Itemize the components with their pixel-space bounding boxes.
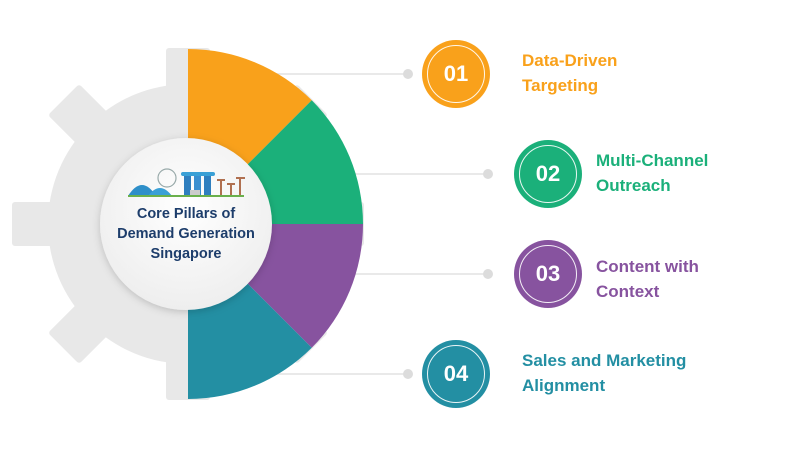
title-line: Core Pillars of [136,206,236,222]
connector-dot [403,369,413,379]
pillar-label-line: Context [596,282,660,301]
title-line: Singapore [150,246,222,262]
singapore-skyline-icon [128,168,245,197]
pillar-label-line: Targeting [522,76,599,95]
pillar-label-line: Outreach [596,176,671,195]
pillar-number-badge: 03 [514,240,582,308]
pillar-label-line: Sales and Marketing [522,351,687,370]
pillar-label-line: Multi-Channel [596,151,709,170]
connector-dot [483,169,493,179]
diagram-title: Core Pillars of Demand Generation Singap… [101,204,271,264]
connector-dot [403,69,413,79]
pillar-label-line: Alignment [522,376,606,395]
pillar-number-badge: 04 [422,340,490,408]
pillar-label-line: Data-Driven [522,51,618,70]
connector-dot [483,269,493,279]
center-circle [100,138,272,310]
pillar-number: 04 [427,345,485,403]
pillar-label-line: Content with [596,257,699,276]
pillar-number: 01 [427,45,485,103]
pillar-number: 03 [519,245,577,303]
pillar-number: 02 [519,145,577,203]
pillar-number-badge: 01 [422,40,490,108]
pillar-number-badge: 02 [514,140,582,208]
title-line: Demand Generation [117,226,255,242]
